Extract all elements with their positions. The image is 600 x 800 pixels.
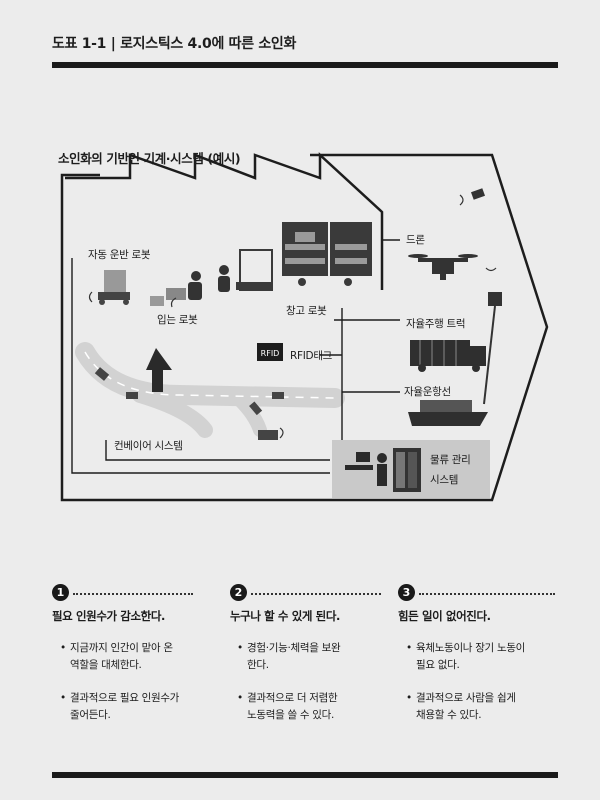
bullet-line: 줄어든다.	[70, 709, 111, 721]
label-drone: 드론	[406, 234, 425, 246]
label-auto-transport-robot: 자동 운반 로봇	[88, 249, 151, 261]
column-number-badge: 1	[52, 584, 69, 601]
label-wearable-robot: 입는 로봇	[157, 314, 198, 326]
rfid-chip-label: RFID	[261, 349, 280, 358]
small-drone-icon	[470, 188, 486, 200]
dotted-divider	[251, 593, 381, 595]
wearable-robot-icon	[150, 265, 230, 306]
figure-title: 도표 1-1 | 로지스틱스 4.0에 따른 소인화	[52, 36, 297, 52]
bullet-item: 육체노동이나 장기 노동이 필요 없다.	[406, 640, 526, 674]
label-autonomous-ship: 자율운항선	[404, 386, 451, 398]
bullet-item: 지금까지 인간이 맡아 온 역할을 대체한다.	[60, 640, 173, 674]
factory-roof	[65, 152, 384, 290]
diagram-title: 소인화의 기반인 기계·시스템 (예시)	[58, 151, 240, 166]
column-title: 누구나 할 수 있게 된다.	[230, 609, 341, 623]
bullet-line: 경험·기능·체력을 보완	[247, 642, 341, 654]
bullet-line: 결과적으로 필요 인원수가	[70, 692, 180, 704]
diagram-frame	[60, 153, 549, 502]
column-number-badge: 2	[230, 584, 247, 601]
shelf-robot-icon	[236, 249, 273, 291]
warehouse-rack-icon	[282, 222, 372, 286]
conveyor-cart-icons	[94, 367, 284, 440]
dotted-divider	[73, 593, 193, 595]
conveyor-roads	[75, 342, 345, 438]
bullet-line: 채용할 수 있다.	[416, 709, 482, 721]
bullet-line: 한다.	[247, 659, 269, 671]
top-rule	[52, 62, 558, 68]
label-logistics-system-line1: 물류 관리	[430, 454, 471, 466]
autonomous-ship-icon	[408, 400, 488, 426]
label-logistics-system-line2: 시스템	[430, 474, 459, 486]
auto-transport-robot-icon	[98, 270, 130, 305]
bullet-item: 결과적으로 사람을 쉽게 채용할 수 있다.	[406, 690, 516, 724]
label-autonomous-truck: 자율주행 트럭	[406, 318, 466, 330]
wifi-signal-icons	[88, 194, 497, 439]
dotted-divider	[419, 593, 555, 595]
rfid-chip-icon: RFID	[257, 343, 283, 361]
bullet-item: 결과적으로 필요 인원수가 줄어든다.	[60, 690, 180, 724]
logistics-system-icon	[345, 448, 421, 492]
bullet-line: 역할을 대체한다.	[70, 659, 142, 671]
bullet-line: 필요 없다.	[416, 659, 460, 671]
label-conveyor-system: 컨베이어 시스템	[114, 440, 183, 452]
system-connector-lines	[71, 239, 400, 474]
bullet-line: 육체노동이나 장기 노동이	[416, 642, 526, 654]
bullet-line: 노동력을 쓸 수 있다.	[247, 709, 335, 721]
bullet-line: 결과적으로 사람을 쉽게	[416, 692, 516, 704]
bullet-line: 결과적으로 더 저렴한	[247, 692, 338, 704]
autonomous-truck-icon	[410, 340, 486, 372]
column-title: 힘든 일이 없어진다.	[398, 609, 491, 623]
column-title: 필요 인원수가 감소한다.	[52, 609, 165, 623]
bullet-line: 지금까지 인간이 맡아 온	[70, 642, 173, 654]
up-arrow-icon	[146, 348, 172, 392]
column-number-badge: 3	[398, 584, 415, 601]
label-warehouse-robot: 창고 로봇	[286, 305, 327, 317]
bullet-item: 결과적으로 더 저렴한 노동력을 쓸 수 있다.	[237, 690, 338, 724]
drone-icon	[408, 254, 478, 280]
cell-tower-icon	[483, 292, 502, 405]
bullet-item: 경험·기능·체력을 보완 한다.	[237, 640, 341, 674]
bottom-rule	[52, 772, 558, 778]
label-rfid-tag: RFID태그	[290, 350, 333, 362]
